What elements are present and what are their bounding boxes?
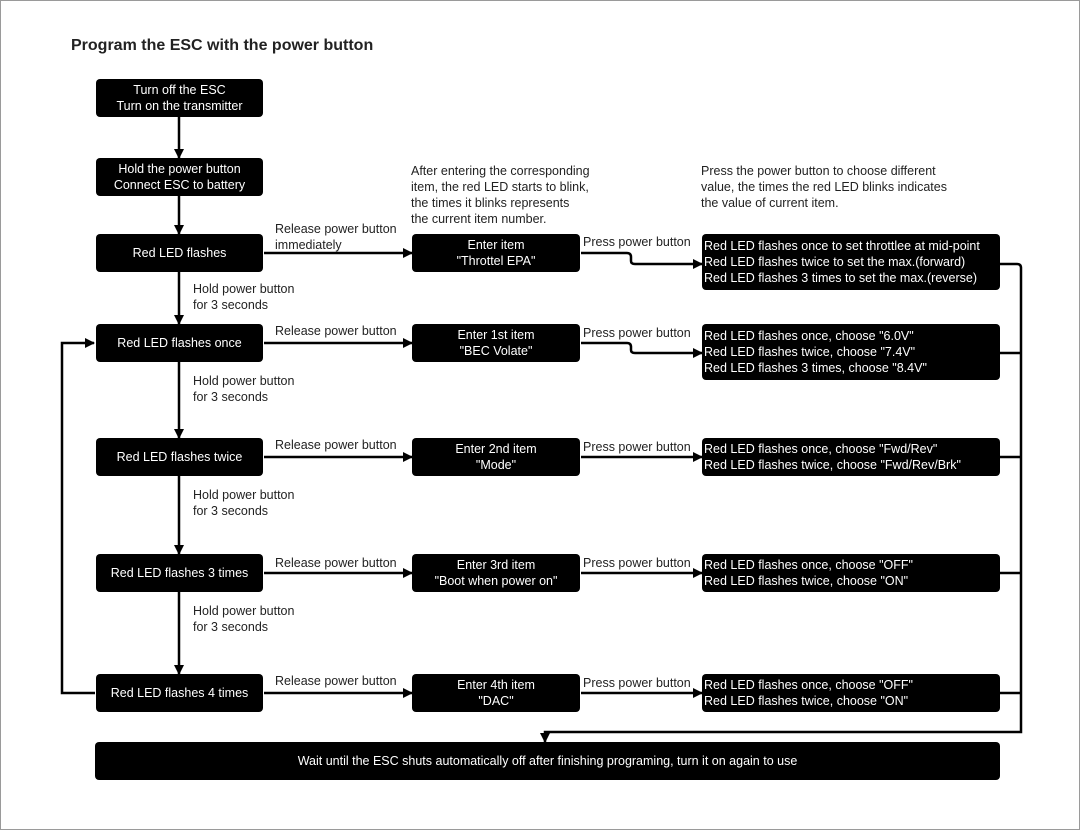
state-box-twice: Red LED flashes twice	[96, 438, 263, 476]
press-label-1: Press power button	[583, 326, 691, 340]
diagram-title: Program the ESC with the power button	[71, 37, 374, 54]
press-label-2: Press power button	[583, 440, 691, 454]
start-line-1: Turn off the ESC	[133, 83, 226, 97]
release-label-1: Release power button	[275, 324, 397, 338]
hold-connect-box: Hold the power button Connect ESC to bat…	[96, 158, 263, 196]
press-label-3: Press power button	[583, 556, 691, 570]
arrow-bus-to-final	[540, 268, 1023, 743]
press-label-0: Press power button	[583, 235, 691, 249]
start-box: Turn off the ESC Turn on the transmitter	[96, 79, 263, 117]
item-box-mode: Enter 2nd item"Mode"	[412, 438, 580, 476]
state-box-once: Red LED flashes once	[96, 324, 263, 362]
release-label-2: Release power button	[275, 438, 397, 452]
option-box-bec-voltage: Red LED flashes once, choose "6.0V"Red L…	[702, 324, 1000, 380]
item-note: After entering the corresponding item, t…	[411, 164, 590, 226]
option-box-mode: Red LED flashes once, choose "Fwd/Rev"Re…	[702, 438, 1000, 476]
arrow-item-option-0	[581, 251, 703, 269]
state-box-4-times: Red LED flashes 4 times	[96, 674, 263, 712]
start-line-2: Turn on the transmitter	[116, 99, 243, 113]
state-box-3-times: Red LED flashes 3 times	[96, 554, 263, 592]
item-box-throttle-epa: Enter item"Throttel EPA"	[412, 234, 580, 272]
value-note: Press the power button to choose differe…	[701, 164, 947, 210]
release-label-4: Release power button	[275, 674, 397, 688]
bus-option-0	[1000, 262, 1023, 269]
item-box-dac: Enter 4th item"DAC"	[412, 674, 580, 712]
item-box-bec-voltage: Enter 1st item"BEC Volate"	[412, 324, 580, 362]
option-box-boot: Red LED flashes once, choose "OFF"Red LE…	[702, 554, 1000, 592]
press-label-4: Press power button	[583, 676, 691, 690]
arrow-item-option-1	[581, 341, 703, 358]
final-box: Wait until the ESC shuts automatically o…	[95, 742, 1000, 780]
option-box-dac: Red LED flashes once, choose "OFF"Red LE…	[702, 674, 1000, 712]
release-label-3: Release power button	[275, 556, 397, 570]
arrow-loop-back	[60, 338, 95, 695]
item-box-boot: Enter 3rd item"Boot when power on"	[412, 554, 580, 592]
state-box-flashes: Red LED flashes	[96, 234, 263, 272]
option-box-throttle-epa: Red LED flashes once to set throttlee at…	[702, 234, 1000, 290]
hold-line-1: Hold the power button	[118, 162, 241, 176]
hold-line-2: Connect ESC to battery	[113, 178, 246, 192]
